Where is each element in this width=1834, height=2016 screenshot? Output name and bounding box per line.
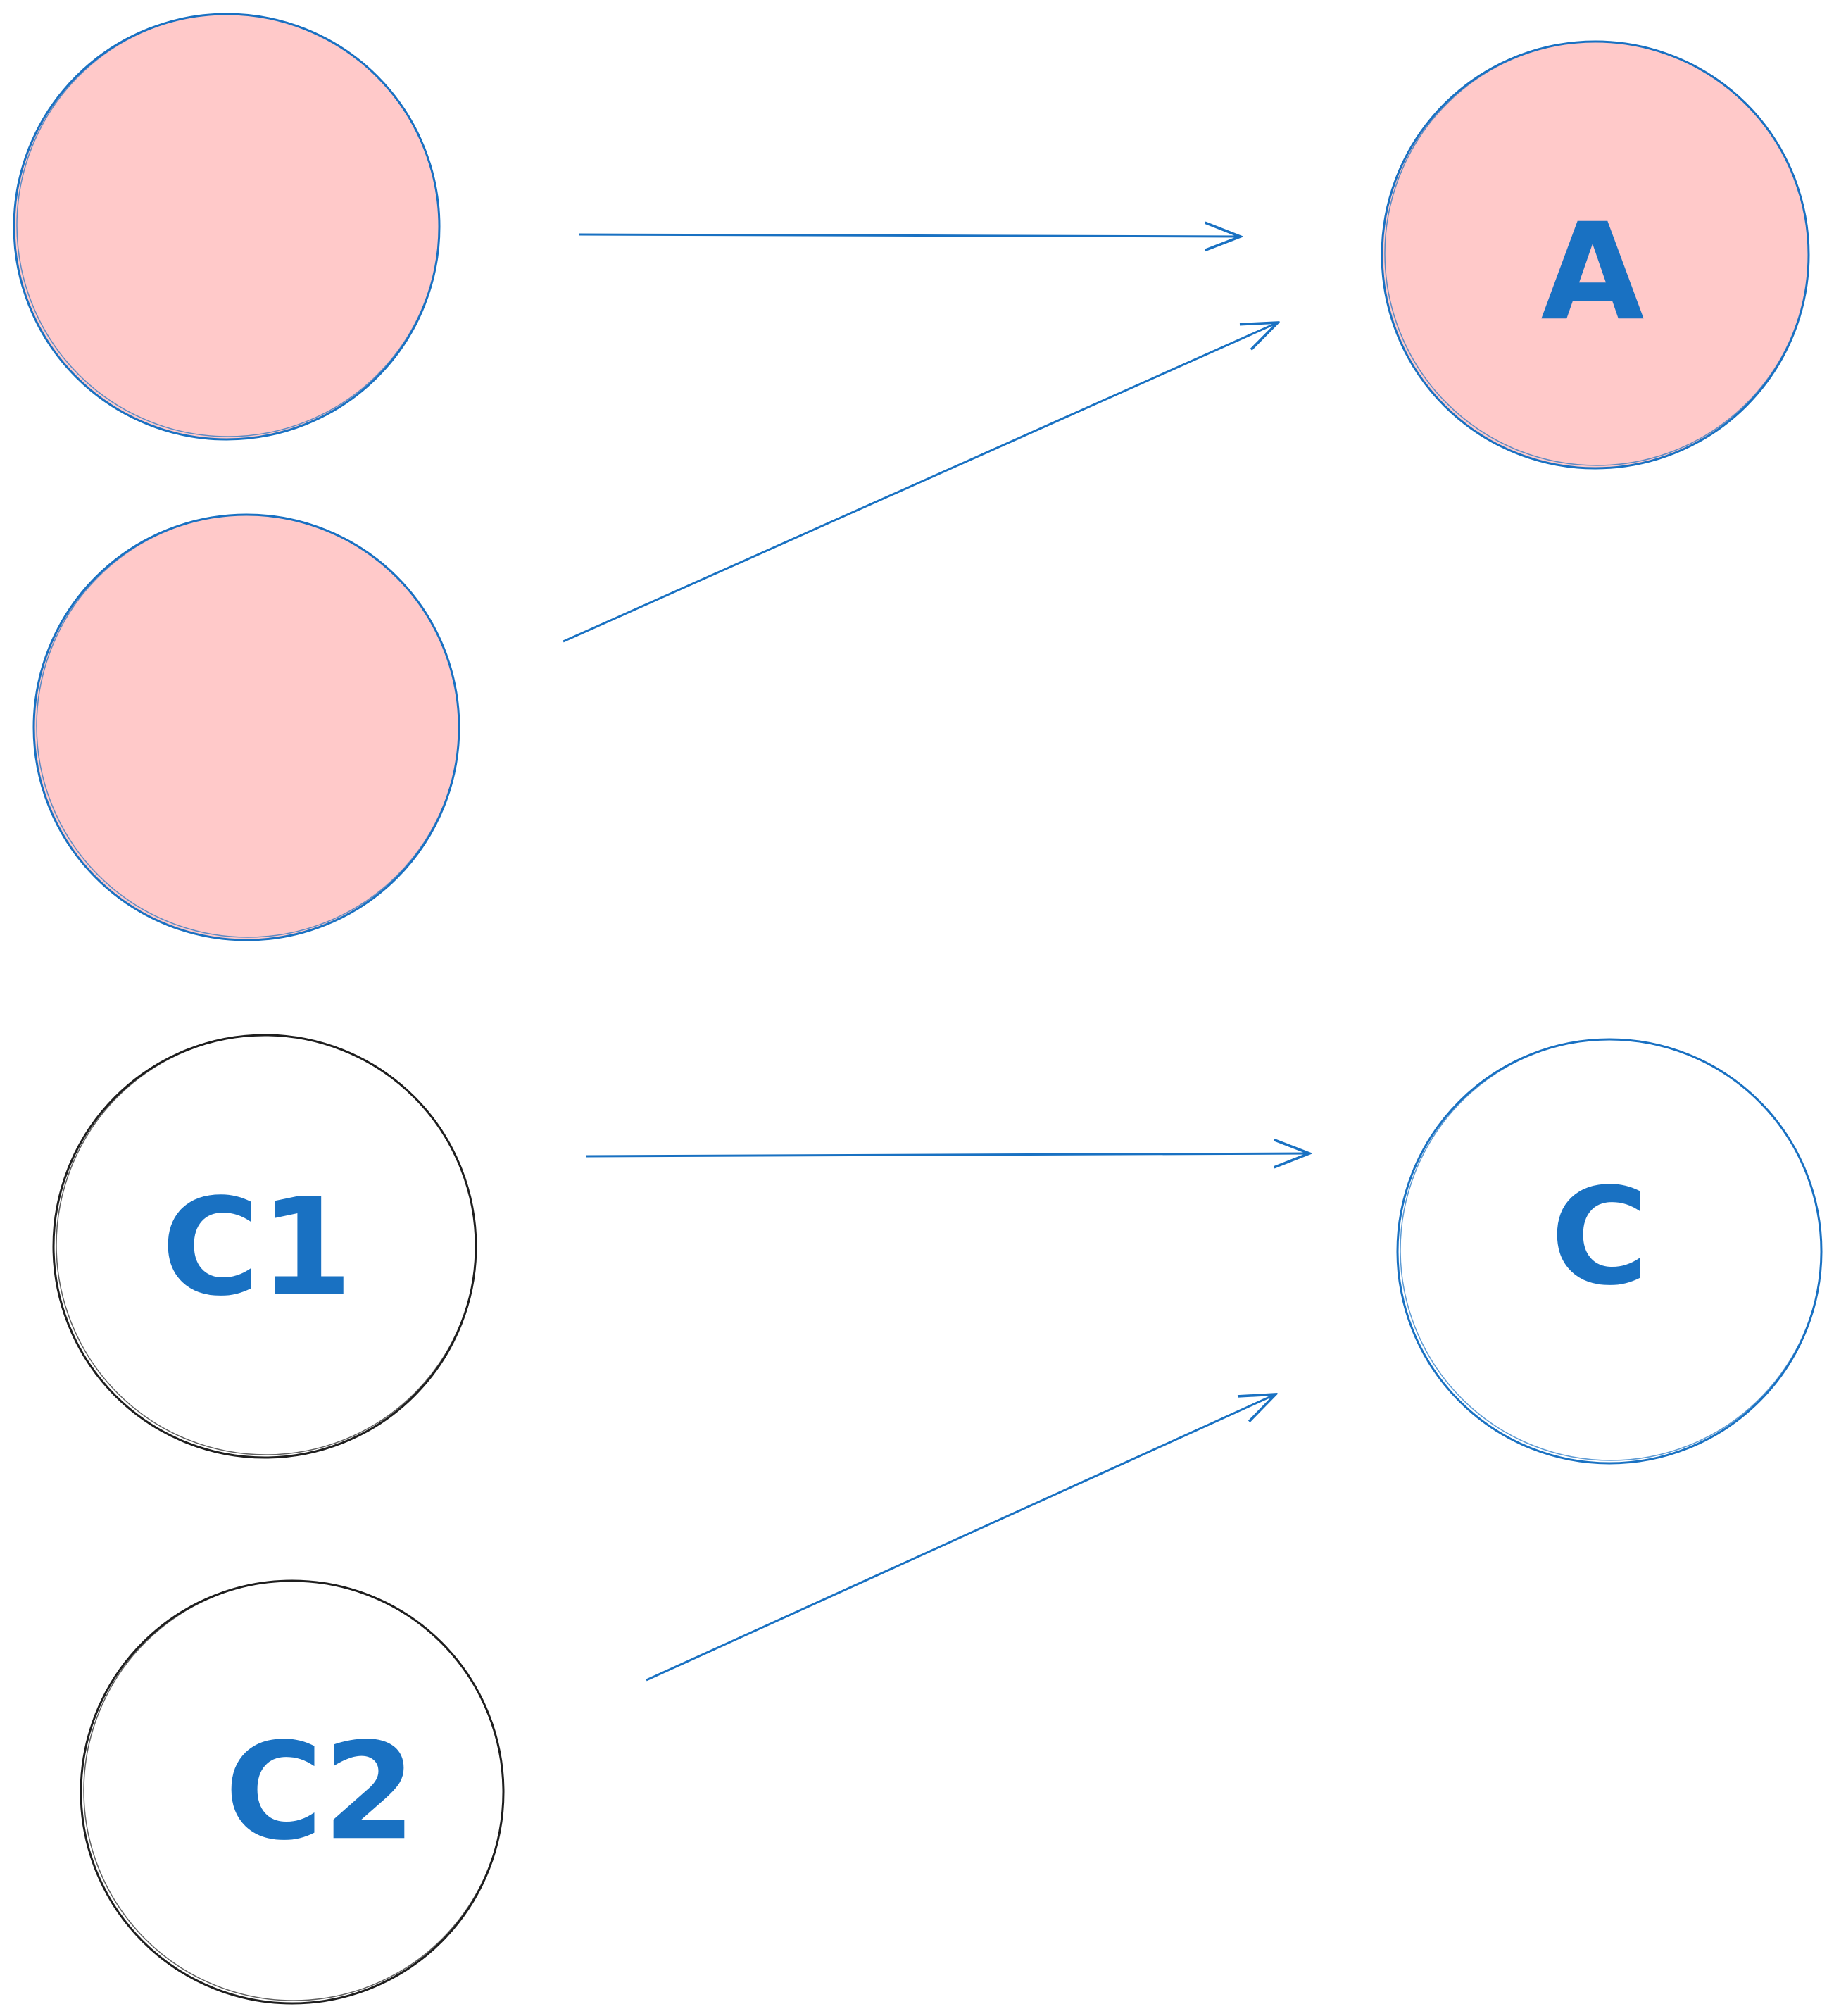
edge-source2-to-a — [563, 323, 1278, 643]
node-circle-sketch — [36, 514, 460, 938]
node-circle-sketch — [1400, 1039, 1822, 1461]
node-circle-sketch — [16, 13, 440, 437]
node-c1: C1 — [52, 1034, 477, 1459]
node-circle-sketch — [56, 1034, 477, 1455]
node-c2: C2 — [80, 1579, 505, 2005]
node-source-pink-1 — [13, 13, 441, 441]
edge-c2-to-c — [646, 1394, 1276, 1682]
edge-c1-to-c — [585, 1153, 1309, 1156]
node-target-c: C — [1396, 1038, 1823, 1465]
node-source-pink-2 — [32, 513, 460, 941]
node-circle-sketch — [83, 1580, 504, 2001]
node-label-a: A — [1540, 194, 1644, 350]
edge-source1-to-a — [578, 234, 1241, 237]
node-label-c1: C1 — [161, 1170, 353, 1325]
node-circle-sketch — [1384, 41, 1809, 466]
node-circle — [13, 13, 441, 441]
node-label-c: C — [1550, 1159, 1648, 1315]
node-label-c2: C2 — [225, 1714, 416, 1870]
node-target-a: A — [1381, 40, 1810, 470]
edges — [563, 234, 1309, 1682]
node-circle — [32, 513, 460, 941]
